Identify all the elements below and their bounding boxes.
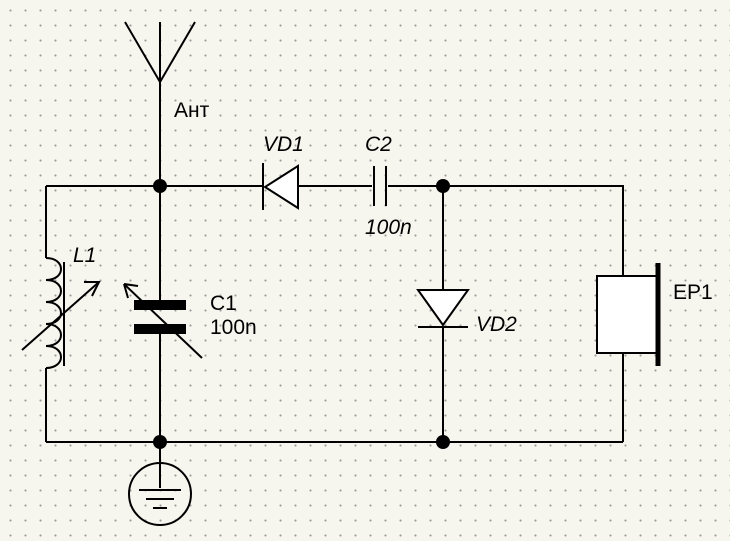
antenna-label: Ант (174, 99, 210, 122)
top-wire (46, 185, 624, 276)
vd2-label: VD2 (476, 313, 517, 336)
junction-dot (153, 179, 167, 193)
c2-value-label: 100n (365, 216, 412, 239)
diode-vd1 (262, 163, 299, 210)
ep1-label: EP1 (673, 281, 713, 304)
junction-dot (436, 179, 450, 193)
vd1-label: VD1 (263, 133, 304, 156)
inductor-l1 (21, 186, 101, 442)
junction-dot (153, 435, 167, 449)
diode-vd2 (416, 186, 470, 442)
c1-name-label: C1 (210, 292, 237, 315)
l1-label: L1 (73, 244, 96, 267)
ground-symbol (128, 442, 192, 526)
c1-value-label: 100n (210, 316, 257, 339)
capacitor-c2 (373, 166, 387, 206)
junction-dot (436, 435, 450, 449)
antenna-symbol (124, 21, 196, 183)
c2-name-label: C2 (365, 133, 392, 156)
variable-capacitor-c1 (123, 186, 203, 442)
earphone-ep1 (596, 263, 661, 442)
